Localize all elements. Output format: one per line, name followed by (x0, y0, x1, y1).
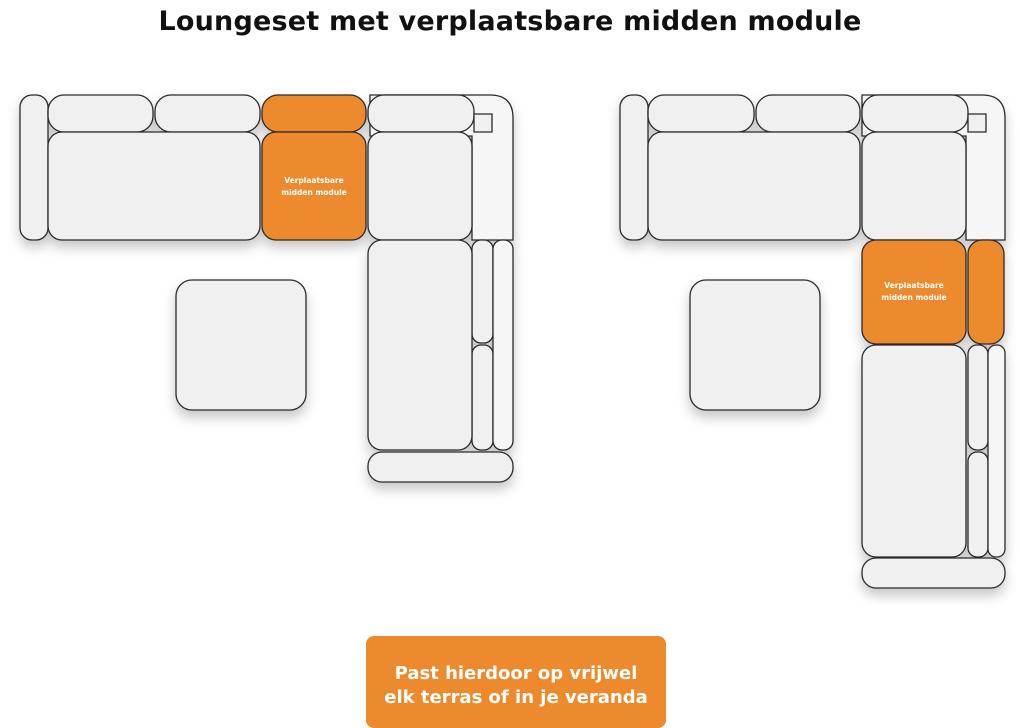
module-label-line1: Verplaatsbare (284, 176, 344, 185)
corner-inner-cushion (473, 113, 493, 133)
callout-line2: elk terras of in je veranda (384, 687, 648, 708)
movable-side-cushion (967, 239, 1005, 345)
end-armrest (861, 557, 1006, 589)
side-frame (492, 239, 514, 451)
side-back-cushion (471, 239, 494, 344)
back-cushion (647, 94, 755, 133)
module-label-line2: midden module (281, 188, 347, 197)
ottoman (689, 279, 821, 411)
side-back-cushion (967, 344, 989, 451)
module-label-line1: Verplaatsbare (884, 281, 944, 290)
callout-line1: Past hierdoor op vrijwel (394, 663, 638, 684)
side-back-cushion (471, 344, 494, 451)
page-title: Loungeset met verplaatsbare midden modul… (158, 6, 862, 37)
layout-module-in-siderow (619, 94, 1006, 589)
corner-back-cushion (861, 94, 969, 133)
back-cushion (755, 94, 861, 133)
left-armrest (19, 94, 49, 241)
back-cushion (47, 94, 154, 133)
corner-seat-cushion (861, 131, 967, 241)
module-label-line2: midden module (881, 293, 947, 302)
layout-module-in-backrow (19, 94, 514, 483)
end-armrest (367, 451, 514, 483)
movable-back-cushion (261, 94, 367, 133)
side-back-cushion (967, 451, 989, 558)
side-frame (987, 344, 1006, 558)
ottoman (175, 279, 307, 411)
chaise-seat (861, 344, 967, 558)
corner-inner-cushion (967, 113, 987, 133)
corner-seat-cushion (367, 131, 473, 241)
back-cushion (154, 94, 261, 133)
chaise-seat (367, 239, 473, 451)
movable-middle-module (261, 131, 367, 241)
seat-cushion-double (47, 131, 261, 241)
left-armrest (619, 94, 649, 241)
seat-cushion-double (647, 131, 861, 241)
corner-back-cushion (367, 94, 475, 133)
callout-banner: Past hierdoor op vrijwel elk terras of i… (366, 636, 666, 728)
movable-middle-module (861, 239, 967, 345)
